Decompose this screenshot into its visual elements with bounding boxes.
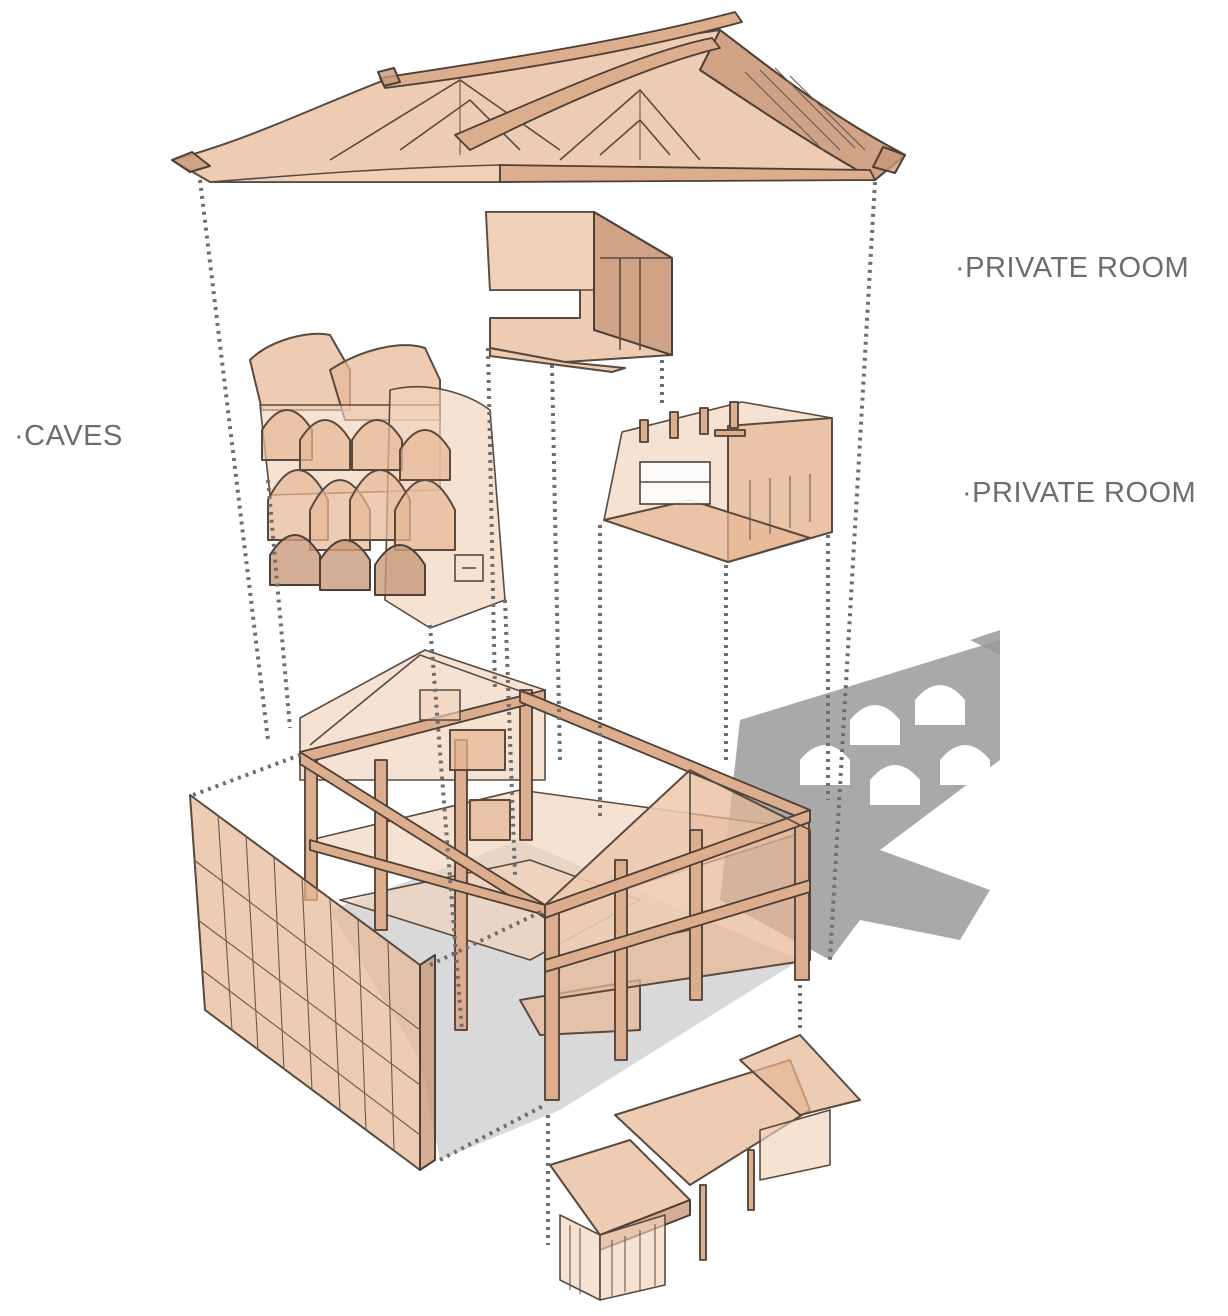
private-room-upper-module: [485, 211, 673, 373]
facade-screen: [189, 794, 436, 1171]
main-building: [299, 649, 811, 1101]
caves-module: [249, 332, 506, 629]
private-room-label-upper: ·PRIVATE ROOM: [955, 252, 1190, 284]
projection-lines: [192, 179, 877, 1245]
top-roof: [171, 11, 906, 183]
private-room-label-lower: ·PRIVATE ROOM: [962, 477, 1197, 509]
private-room-middle-module: [603, 401, 833, 563]
entry-pavilion: [549, 1034, 861, 1301]
caves-label: ·CAVES: [14, 420, 123, 452]
